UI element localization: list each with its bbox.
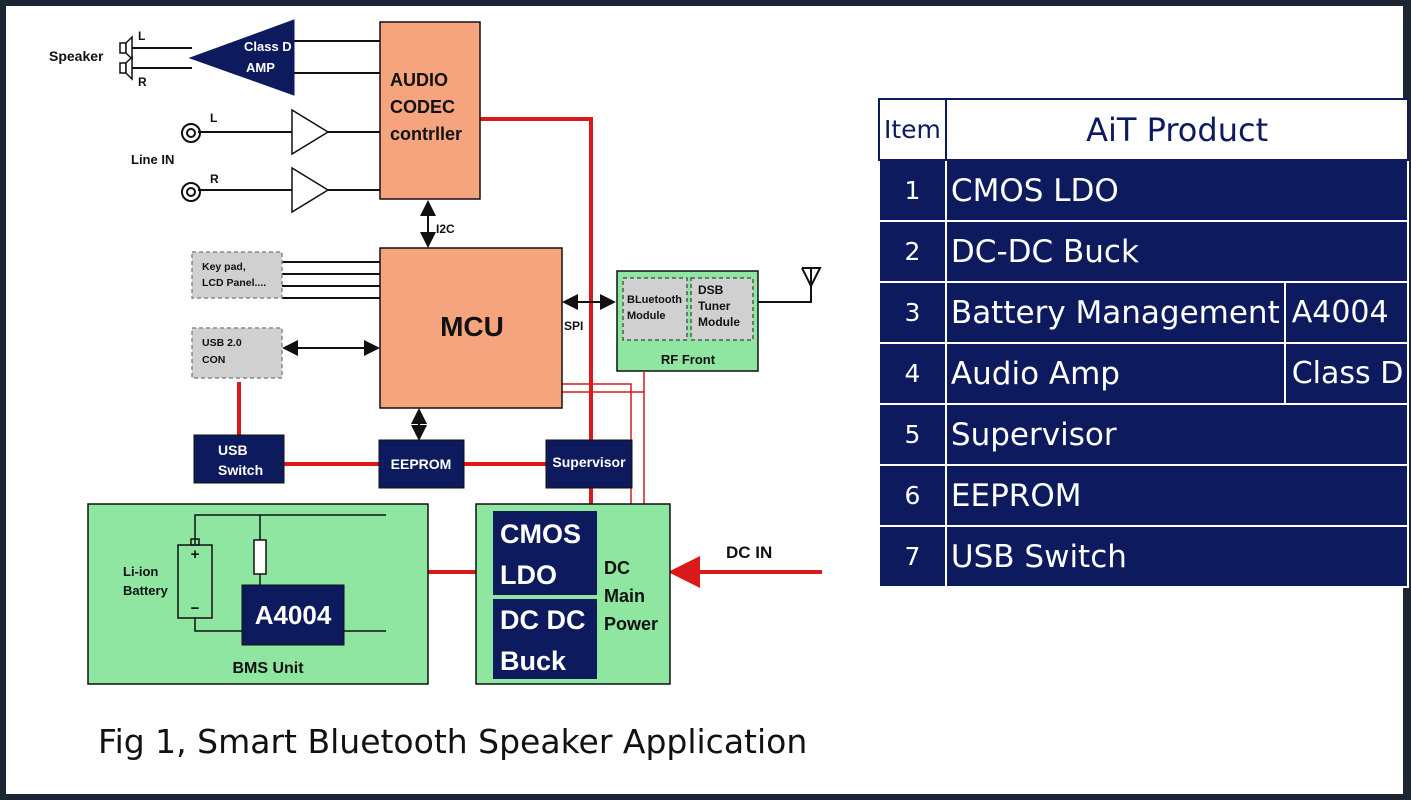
row-product-name: DC-DC Buck [944, 220, 1410, 283]
line-r-label: R [210, 172, 219, 186]
cmos-label-1: CMOS [500, 519, 581, 549]
mcu-block [379, 247, 563, 409]
dsb-label-1: DSB [698, 283, 724, 297]
row-item-number: 7 [878, 525, 947, 588]
a4004-label: A4004 [255, 600, 332, 630]
line-in-label: Line IN [131, 152, 174, 167]
cmos-ldo-block [493, 511, 597, 595]
figure-caption: Fig 1, Smart Bluetooth Speaker Applicati… [98, 722, 808, 761]
line-amp-l [291, 108, 330, 156]
header-item: Item [878, 98, 947, 161]
usb-switch-label-2: Switch [218, 462, 263, 478]
audio-codec-block [379, 21, 481, 200]
row-product-name: Supervisor [944, 403, 1410, 466]
header-product: AiT Product [944, 98, 1410, 161]
mcu-label: MCU [440, 311, 504, 342]
bt-label-1: BLuetooth [627, 294, 682, 306]
power-wires [237, 117, 822, 588]
codec-label-1: AUDIO [390, 70, 448, 90]
codec-label-2: CODEC [390, 97, 455, 117]
resistor-icon [253, 539, 267, 575]
dcmain-label-3: Power [604, 614, 658, 634]
bluetooth-module [622, 277, 688, 341]
eeprom-block [378, 439, 465, 489]
row-item-number: 6 [878, 464, 947, 527]
supervisor-block [545, 439, 633, 489]
block-diagram: Speaker L R Class D AMP L R Line IN AUDI… [49, 19, 822, 685]
speaker-l-label: L [138, 29, 145, 43]
row-product-name: USB Switch [944, 525, 1410, 588]
dc-in-label: DC IN [726, 543, 772, 562]
liion-label-2: Battery [123, 583, 169, 598]
eeprom-label: EEPROM [391, 456, 452, 472]
cmos-label-2: LDO [500, 560, 557, 590]
dcdc-label-1: DC DC [500, 605, 586, 635]
bt-label-2: Module [627, 310, 666, 322]
dcmain-label-2: Main [604, 586, 645, 606]
line-l-label: L [210, 111, 217, 125]
row-item-number: 1 [878, 159, 947, 222]
usbcon-label-2: CON [202, 354, 225, 366]
dcmain-label-1: DC [604, 558, 630, 578]
supervisor-label: Supervisor [552, 454, 626, 470]
dsb-label-2: Tuner [698, 299, 731, 313]
row-product-name: CMOS LDO [944, 159, 1410, 222]
battery-plus: + [191, 546, 200, 563]
line-amp-r [291, 166, 330, 214]
row-product-name: EEPROM [944, 464, 1410, 527]
row-item-number: 4 [878, 342, 947, 405]
keypad-label-2: LCD Panel.... [202, 277, 266, 289]
speaker-icon [119, 35, 133, 81]
codec-label-3: contrller [390, 124, 462, 144]
dcdc-buck-block [493, 599, 597, 679]
row-product-name: Audio Amp [944, 342, 1286, 405]
usbcon-label-1: USB 2.0 [202, 337, 242, 349]
speaker-label: Speaker [49, 48, 104, 64]
row-item-number: 2 [878, 220, 947, 283]
battery-minus: − [191, 600, 200, 617]
row-product-part: Class D [1283, 342, 1410, 405]
class-d-amp [188, 19, 295, 96]
a4004-chip [241, 584, 345, 646]
row-item-number: 5 [878, 403, 947, 466]
row-product-part: A4004 [1283, 281, 1410, 344]
rf-front-label: RF Front [661, 352, 716, 367]
line-in-jack-l-icon [181, 123, 201, 143]
speaker-r-label: R [138, 75, 147, 89]
amp-label-1: Class D [244, 39, 292, 54]
battery-icon [177, 538, 213, 619]
keypad-block [191, 251, 283, 299]
usb-switch-block [193, 434, 285, 484]
spi-label: SPI [564, 319, 583, 333]
signal-wires [128, 40, 822, 441]
keypad-label-1: Key pad, [202, 261, 246, 273]
bms-wires [194, 514, 386, 632]
amp-label-2: AMP [246, 60, 275, 75]
dcdc-label-2: Buck [500, 646, 567, 676]
dsb-tuner-module [690, 277, 754, 341]
liion-label-1: Li-ion [123, 564, 158, 579]
usb-switch-label-1: USB [218, 442, 248, 458]
table-header-row: Item AiT Product [878, 98, 1410, 161]
slide: Speaker L R Class D AMP L R Line IN AUDI… [6, 6, 1410, 794]
dsb-label-3: Module [698, 315, 740, 329]
usb-connector-block [191, 327, 283, 379]
bms-unit-label: BMS Unit [232, 660, 304, 677]
row-product-name: Battery Management [944, 281, 1286, 344]
row-item-number: 3 [878, 281, 947, 344]
line-in-jack-r-icon [181, 182, 201, 202]
i2c-label: I2C [436, 222, 455, 236]
